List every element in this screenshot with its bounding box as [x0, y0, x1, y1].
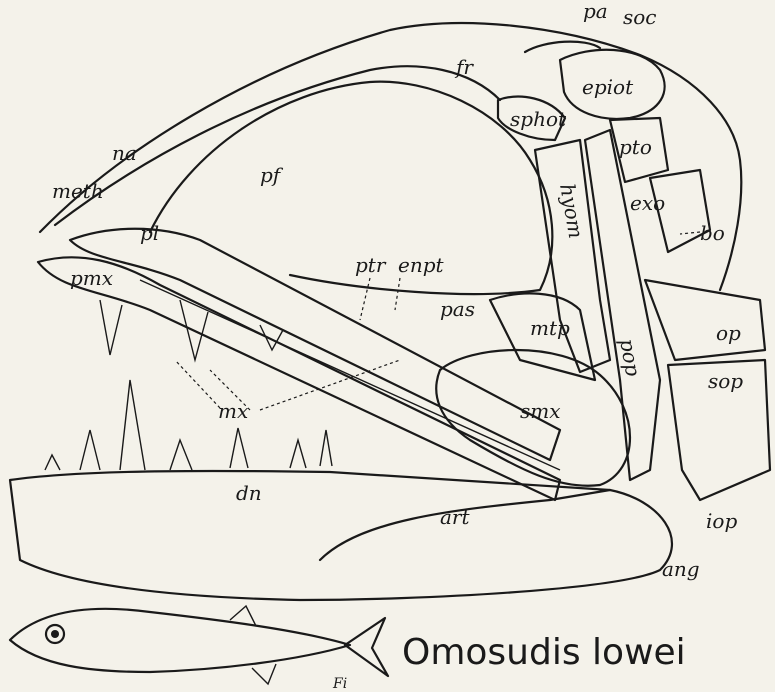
label-smx: smx: [520, 399, 561, 423]
lower-teeth: [45, 380, 332, 470]
label-pf: pf: [260, 163, 284, 187]
orbit: [150, 82, 552, 294]
label-hyom: hyom: [555, 182, 588, 241]
label-sphot: sphot: [510, 107, 567, 131]
label-sop: sop: [708, 369, 743, 393]
ptr-leader: [360, 278, 370, 320]
label-fr: fr: [454, 55, 474, 79]
label-iop: iop: [706, 509, 737, 533]
label-na: na: [112, 141, 137, 165]
label-pmx: pmx: [70, 266, 113, 290]
label-mx: mx: [218, 399, 248, 423]
pterygoid-line: [140, 280, 560, 470]
bo-leader: [680, 232, 700, 234]
fish-illustration: [10, 606, 388, 684]
figure-mark: Fi: [333, 676, 347, 692]
enpt-leader: [395, 278, 400, 310]
species-title: Omosudis lowei: [402, 632, 686, 673]
label-ptr: ptr: [355, 253, 387, 277]
label-bo: bo: [700, 221, 725, 245]
label-dn: dn: [236, 481, 262, 505]
label-exo: exo: [630, 191, 665, 215]
label-art: art: [440, 505, 470, 529]
label-ang: ang: [662, 557, 700, 581]
dentary: [10, 471, 672, 600]
label-pa: pa: [583, 0, 608, 23]
label-pas: pas: [440, 297, 475, 321]
palatine-bar: [70, 229, 560, 460]
label-pto: pto: [619, 135, 652, 159]
opercle: [645, 280, 765, 360]
label-meth: meth: [52, 179, 104, 203]
label-epiot: epiot: [582, 75, 634, 99]
label-op: op: [716, 321, 741, 345]
label-enpt: enpt: [398, 253, 445, 277]
label-soc: soc: [623, 5, 657, 29]
label-mtp: mtp: [530, 316, 570, 340]
label-pl: pl: [140, 221, 159, 245]
preopercle: [585, 130, 660, 480]
